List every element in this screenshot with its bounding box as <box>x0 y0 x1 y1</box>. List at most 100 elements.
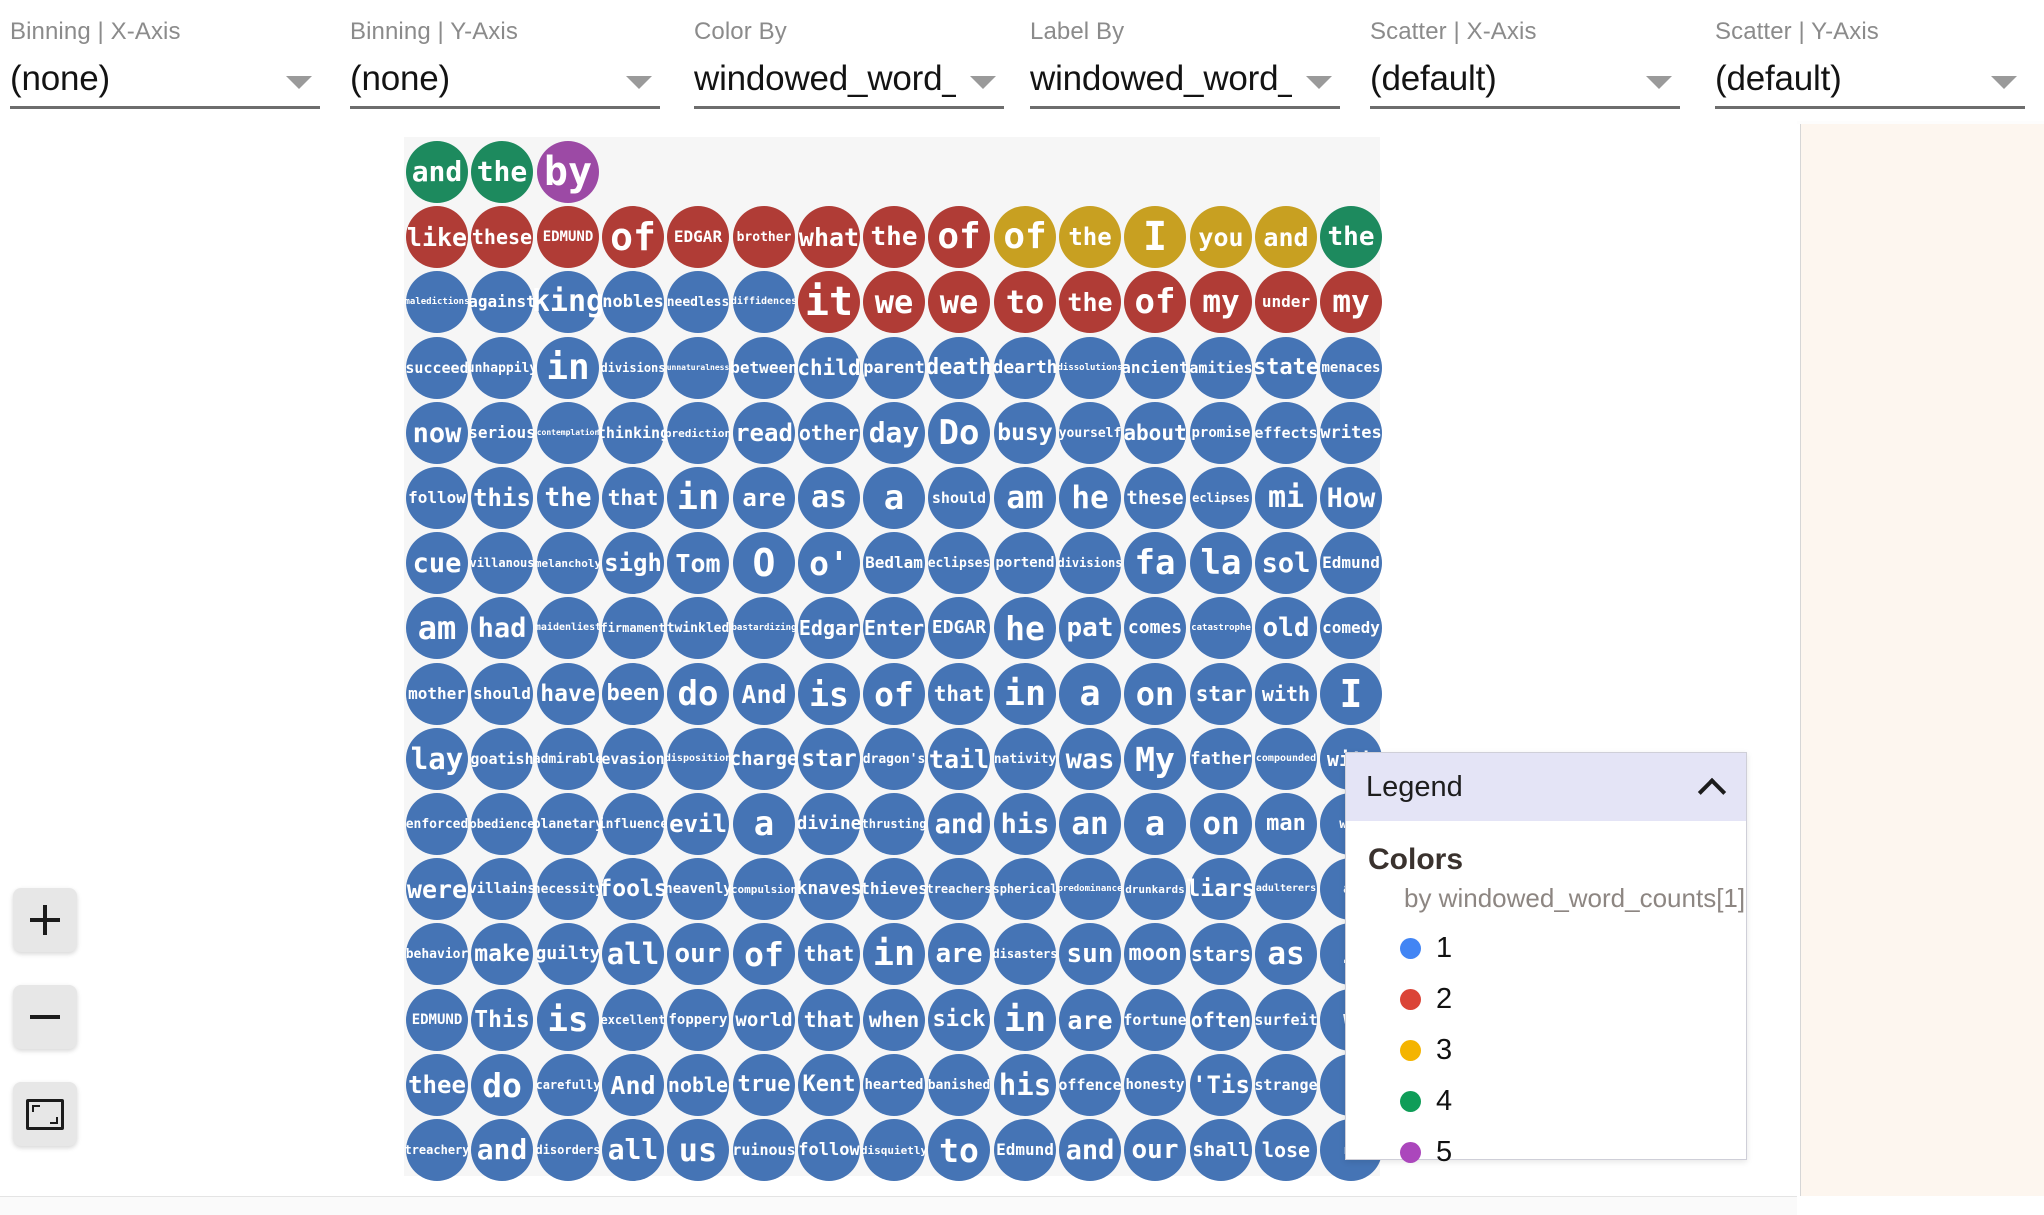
bubble-point[interactable]: honesty <box>1124 1054 1186 1116</box>
bubble-point[interactable]: the <box>537 467 599 529</box>
bubble-point[interactable]: it <box>798 271 860 333</box>
bubble-point[interactable]: divisions <box>1057 532 1123 594</box>
bubble-point[interactable]: needless <box>667 271 729 333</box>
bubble-point[interactable]: Kent <box>798 1054 860 1116</box>
bubble-point[interactable]: a <box>1059 663 1121 725</box>
bubble-point[interactable]: disposition <box>665 728 731 790</box>
bubble-point[interactable]: are <box>928 923 990 985</box>
bubble-point[interactable]: a <box>1124 793 1186 855</box>
bubble-point[interactable]: EDMUND <box>406 989 468 1051</box>
bubble-point[interactable]: am <box>406 597 468 659</box>
bubble-point[interactable]: disquietly <box>861 1119 927 1181</box>
chevron-down-icon[interactable] <box>286 76 312 89</box>
bubble-point[interactable]: been <box>602 663 664 725</box>
bubble-point[interactable]: that <box>602 467 664 529</box>
zoom-in-button[interactable] <box>13 888 77 952</box>
bubble-point[interactable]: now <box>406 402 468 464</box>
bubble-point[interactable]: is <box>798 663 860 725</box>
bubble-point[interactable]: in <box>537 337 599 399</box>
bubble-point[interactable]: nobles <box>602 271 664 333</box>
bubble-point[interactable]: like <box>406 206 468 268</box>
bubble-point[interactable]: maledictions <box>404 271 470 333</box>
bubble-point[interactable]: disasters <box>992 923 1058 985</box>
bubble-point[interactable]: contemplation <box>537 402 599 464</box>
bubble-point[interactable]: are <box>733 467 795 529</box>
bubble-point[interactable]: stars <box>1190 923 1252 985</box>
bubble-point[interactable]: prediction <box>665 402 731 464</box>
bubble-point[interactable]: read <box>733 402 795 464</box>
bubble-point[interactable]: sigh <box>602 532 664 594</box>
bubble-point[interactable]: Enter <box>863 597 925 659</box>
bubble-point[interactable]: nativity <box>994 728 1056 790</box>
bubble-point[interactable]: thee <box>406 1054 468 1116</box>
bubble-point[interactable]: when <box>863 989 925 1051</box>
bubble-point[interactable]: la <box>1190 532 1252 594</box>
bubble-point[interactable]: that <box>798 923 860 985</box>
bubble-point[interactable]: necessity <box>533 858 603 920</box>
bubble-point[interactable]: fortune <box>1123 989 1187 1051</box>
bubble-point[interactable]: EDGAR <box>928 597 990 659</box>
bubble-point[interactable]: pat <box>1059 597 1121 659</box>
select-field[interactable]: (default) <box>1715 54 2025 109</box>
bubble-point[interactable]: twinkled <box>667 597 729 659</box>
bubble-point[interactable]: should <box>471 663 533 725</box>
bubble-point[interactable]: bastardizing <box>731 597 797 659</box>
bubble-point[interactable]: offence <box>1058 1054 1122 1116</box>
bubble-point[interactable]: as <box>798 467 860 529</box>
bubble-point[interactable]: I <box>1320 663 1382 725</box>
bubble-point[interactable]: and <box>928 793 990 855</box>
legend-entry[interactable]: 1 <box>1368 932 1746 965</box>
bubble-point[interactable]: disorders <box>535 1119 601 1181</box>
bubble-point[interactable]: heavenly <box>664 858 732 920</box>
bubble-point[interactable]: father <box>1190 728 1252 790</box>
bubble-point[interactable]: dragon's <box>863 728 925 790</box>
bubble-point[interactable]: succeed <box>405 337 469 399</box>
bubble-point[interactable]: divisions <box>600 337 666 399</box>
bubble-point[interactable]: eclipses <box>1190 467 1252 529</box>
bubble-point[interactable]: Do <box>928 402 990 464</box>
bubble-point[interactable]: enforced <box>406 793 468 855</box>
legend-entry[interactable]: 4 <box>1368 1085 1746 1118</box>
bubble-point[interactable]: lay <box>406 728 468 790</box>
bubble-point[interactable]: admirable <box>533 728 603 790</box>
select-field[interactable]: (none) <box>10 54 320 109</box>
bubble-point[interactable]: star <box>798 728 860 790</box>
bubble-point[interactable]: serious <box>468 402 536 464</box>
bubble-point[interactable]: unhappily <box>467 337 537 399</box>
bubble-point[interactable]: and <box>406 141 468 203</box>
bubble-point[interactable]: divine <box>796 793 862 855</box>
bubble-point[interactable]: o' <box>798 532 860 594</box>
bubble-point[interactable]: And <box>602 1054 664 1116</box>
select-field[interactable]: windowed_word_c <box>1030 54 1340 109</box>
bubble-point[interactable]: have <box>537 663 599 725</box>
chevron-down-icon[interactable] <box>1646 76 1672 89</box>
bubble-point[interactable]: these <box>1124 467 1186 529</box>
bubble-point[interactable]: that <box>928 663 990 725</box>
legend-entry[interactable]: 3 <box>1368 1034 1746 1067</box>
bubble-point[interactable]: what <box>798 206 860 268</box>
bubble-point[interactable]: shall <box>1190 1119 1252 1181</box>
bubble-point[interactable]: compounded <box>1255 728 1317 790</box>
bubble-point[interactable]: My <box>1124 728 1186 790</box>
bubble-point[interactable]: was <box>1059 728 1121 790</box>
bubble-point[interactable]: Edgar <box>798 597 860 659</box>
bubble-point[interactable]: planetary <box>533 793 603 855</box>
bubble-point[interactable]: king <box>532 271 604 333</box>
bubble-point[interactable]: he <box>994 597 1056 659</box>
bubble-point[interactable]: charge <box>730 728 798 790</box>
bubble-point[interactable]: old <box>1255 597 1317 659</box>
bubble-point[interactable]: and <box>471 1119 533 1181</box>
bubble-point[interactable]: the <box>1059 206 1121 268</box>
chevron-down-icon[interactable] <box>1306 76 1332 89</box>
bubble-point[interactable]: sick <box>928 989 990 1051</box>
bubble-point[interactable]: excellent <box>600 989 666 1051</box>
bubble-point[interactable]: between <box>730 337 798 399</box>
bubble-point[interactable]: strange <box>1254 1054 1318 1116</box>
bubble-point[interactable]: eclipses <box>928 532 990 594</box>
bubble-point[interactable]: other <box>798 402 860 464</box>
bubble-point[interactable]: yourself <box>1059 402 1121 464</box>
bubble-point[interactable]: goatish <box>470 728 534 790</box>
